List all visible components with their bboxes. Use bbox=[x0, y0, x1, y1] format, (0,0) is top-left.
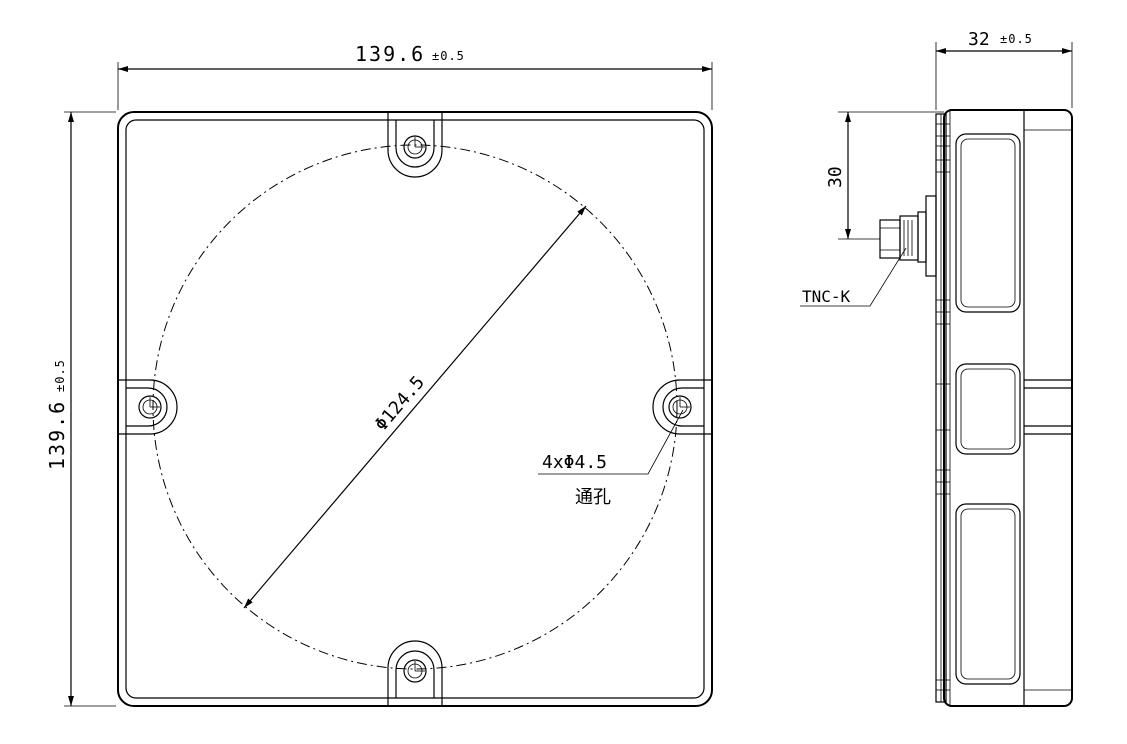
width-dim-value: 139.6 bbox=[355, 42, 425, 66]
side-window-middle bbox=[955, 363, 1021, 455]
hole-note-cn: 通孔 bbox=[575, 487, 611, 508]
side-window-top bbox=[955, 133, 1021, 313]
connector-label: TNC-K bbox=[802, 287, 851, 306]
bolt-circle bbox=[152, 144, 678, 670]
diameter-dim-text: Φ124.5 bbox=[371, 372, 429, 435]
tnc-connector bbox=[879, 195, 937, 277]
depth-dim-value: 32 bbox=[968, 29, 990, 50]
side-body bbox=[943, 109, 1073, 707]
hole-leader bbox=[538, 409, 684, 475]
height-dim-tol: ±0.5 bbox=[53, 359, 67, 392]
width-dim-tol: ±0.5 bbox=[432, 49, 465, 63]
conn-dim-text: 30 bbox=[825, 166, 846, 188]
mount-notch-right bbox=[652, 379, 712, 435]
mount-notch-bottom bbox=[387, 640, 443, 706]
connector-leader bbox=[800, 247, 907, 307]
height-dim-value: 139.6 bbox=[45, 400, 69, 470]
depth-dim-tol: ±0.5 bbox=[1000, 32, 1033, 46]
hole-note: 4xΦ4.5 bbox=[542, 452, 607, 473]
side-view: TNC-K 30 32 ±0.5 bbox=[800, 29, 1073, 707]
mount-notch-left bbox=[118, 379, 178, 435]
side-window-bottom bbox=[955, 503, 1021, 685]
mount-notch-top bbox=[387, 112, 443, 178]
front-outline bbox=[117, 111, 713, 707]
front-inner-outline bbox=[125, 119, 705, 699]
flange-ticks bbox=[936, 123, 950, 691]
diameter-dim-line bbox=[243, 205, 587, 609]
front-view: Φ124.5 4xΦ4.5 通孔 139.6 ±0.5 139.6 ±0.5 bbox=[45, 42, 713, 707]
